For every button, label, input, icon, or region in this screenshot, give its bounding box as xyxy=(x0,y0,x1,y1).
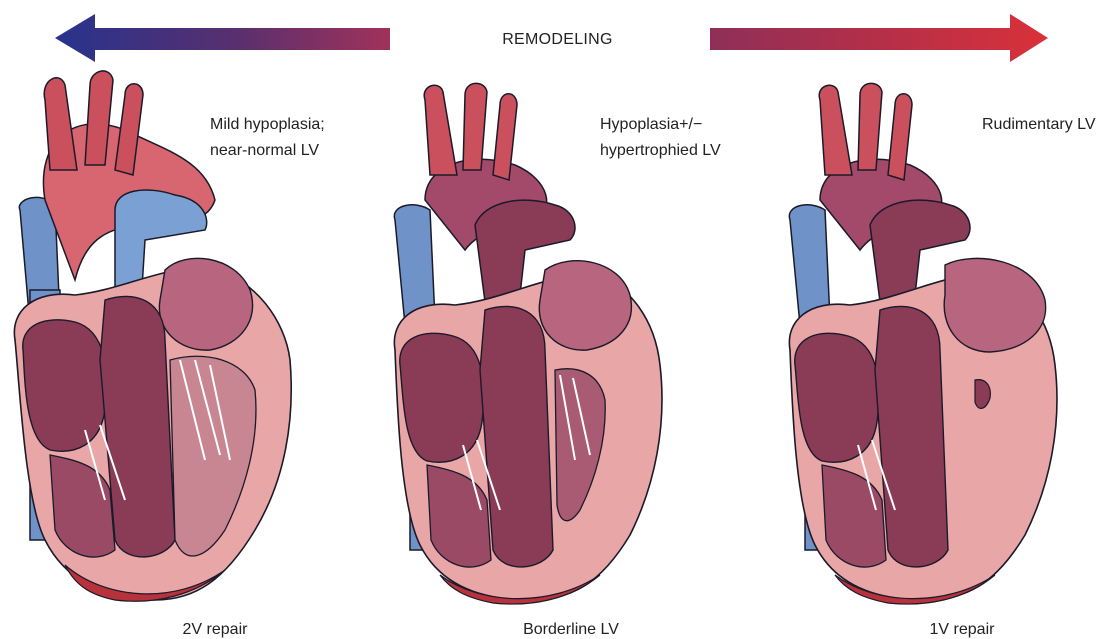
right-atrium xyxy=(795,333,879,462)
left-atrium xyxy=(539,261,631,350)
left-atrium xyxy=(944,258,1045,352)
label-borderline-lv: Borderline LV xyxy=(451,621,691,639)
brachiocephalic-artery xyxy=(44,78,77,170)
caption-normal-lv: Mild hypoplasia; near-normal LV xyxy=(210,112,325,164)
right-atrium xyxy=(400,333,484,462)
heart-rudimentary-lv-illustration xyxy=(780,80,1065,605)
brachiocephalic-artery xyxy=(424,85,457,175)
right-atrium xyxy=(23,320,107,451)
label-1v-repair: 1V repair xyxy=(842,621,1082,639)
ventricular-septum xyxy=(480,306,553,567)
remodeling-label: REMODELING xyxy=(0,31,1115,49)
carotid-artery xyxy=(858,83,882,170)
caption-rudimentary-lv: Rudimentary LV xyxy=(982,112,1096,138)
brachiocephalic-artery xyxy=(819,85,852,175)
ventricular-septum xyxy=(875,306,948,567)
carotid-artery xyxy=(463,83,487,170)
label-2v-repair: 2V repair xyxy=(95,621,335,639)
left-atrium xyxy=(159,258,252,350)
caption-borderline-lv: Hypoplasia+/− hypertrophied LV xyxy=(600,112,721,164)
